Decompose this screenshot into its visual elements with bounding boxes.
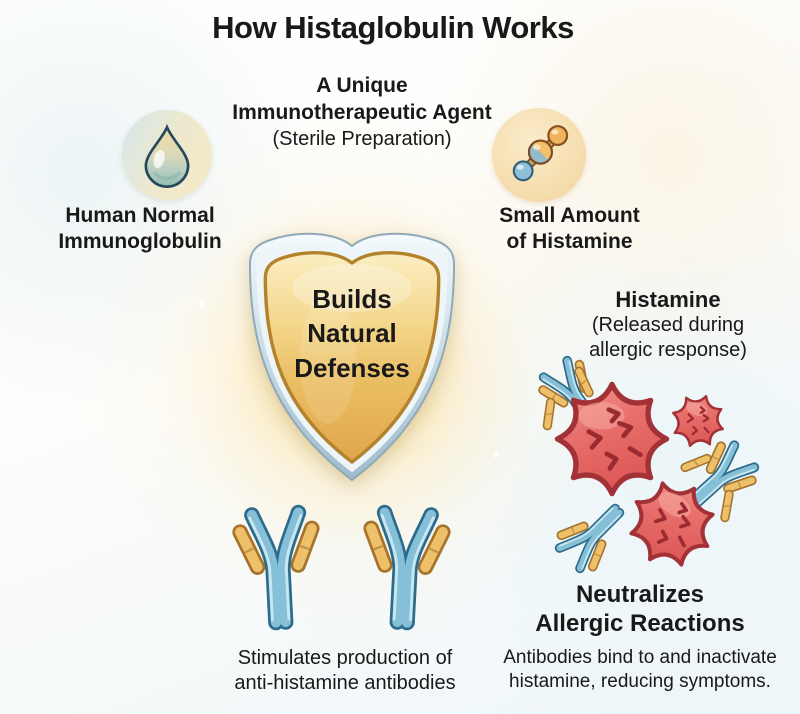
neutralization-body-line1: Antibodies bind to and inactivate xyxy=(503,646,777,668)
sparkle-dot xyxy=(198,300,205,307)
histamine-molecule-icon xyxy=(512,125,569,182)
shield-icon xyxy=(248,232,456,482)
neutralization-body: Antibodies bind to and inactivate histam… xyxy=(482,646,798,695)
production-caption: Stimulates production of anti-histamine … xyxy=(190,646,500,696)
antibody-icon xyxy=(239,512,316,624)
light-chain-capsule xyxy=(684,456,708,470)
histamine-release-line2: allergic response) xyxy=(589,339,747,362)
subtitle-line3: (Sterile Preparation) xyxy=(272,127,452,150)
neutralization-heading-line1: Neutralizes xyxy=(575,581,705,608)
histamine-amount-line1: Small Amount xyxy=(499,204,640,227)
neutralization-heading-line2: Allergic Reactions xyxy=(535,610,745,638)
immunoglobulin-icon-circle xyxy=(122,110,212,200)
histamine-amount-label: Small Amount of Histamine xyxy=(477,203,662,254)
shield-caption-line3: Defenses xyxy=(294,352,410,383)
light-chain-capsule xyxy=(722,494,732,518)
light-chain-capsule xyxy=(545,402,554,426)
histamine-icon-circle xyxy=(492,108,586,202)
histamine-release-line1: (Released during xyxy=(591,314,745,337)
page-title-text: How Histaglobulin Works xyxy=(212,10,574,45)
histamine-release-label: Histamine (Released during allergic resp… xyxy=(543,287,793,363)
production-caption-line1: Stimulates production of xyxy=(237,647,453,669)
antibody-icon xyxy=(366,512,443,624)
antibody-icon xyxy=(554,495,633,574)
immunoglobulin-label: Human Normal Immunoglobulin xyxy=(30,203,250,254)
histamine-release-heading: Histamine xyxy=(615,287,721,312)
production-caption-line2: anti-histamine antibodies xyxy=(234,672,456,695)
sparkle-dot xyxy=(493,452,499,458)
neutralization-body-line2: histamine, reducing symptoms. xyxy=(509,670,771,692)
shield-caption: Builds Natural Defenses xyxy=(240,282,464,385)
shield-caption-line1: Builds xyxy=(312,284,392,314)
subtitle-line1: A Unique xyxy=(316,74,408,97)
agent-subtitle: A Unique Immunotherapeutic Agent (Steril… xyxy=(212,73,512,152)
immunoglobulin-label-line2: Immunoglobulin xyxy=(58,229,222,253)
histamine-amount-line2: of Histamine xyxy=(506,229,633,253)
immunoglobulin-label-line1: Human Normal xyxy=(65,204,215,227)
histamine-blob-large xyxy=(557,384,666,493)
subtitle-line2: Immunotherapeutic Agent xyxy=(232,100,492,124)
histamine-neutralization-cluster xyxy=(520,342,800,584)
antibody-pair xyxy=(213,497,473,645)
water-drop-icon xyxy=(144,123,190,188)
neutralization-section: Neutralizes Allergic Reactions Antibodie… xyxy=(482,580,798,694)
page-title: How Histaglobulin Works xyxy=(0,10,786,46)
shield-caption-line2: Natural xyxy=(307,318,397,349)
